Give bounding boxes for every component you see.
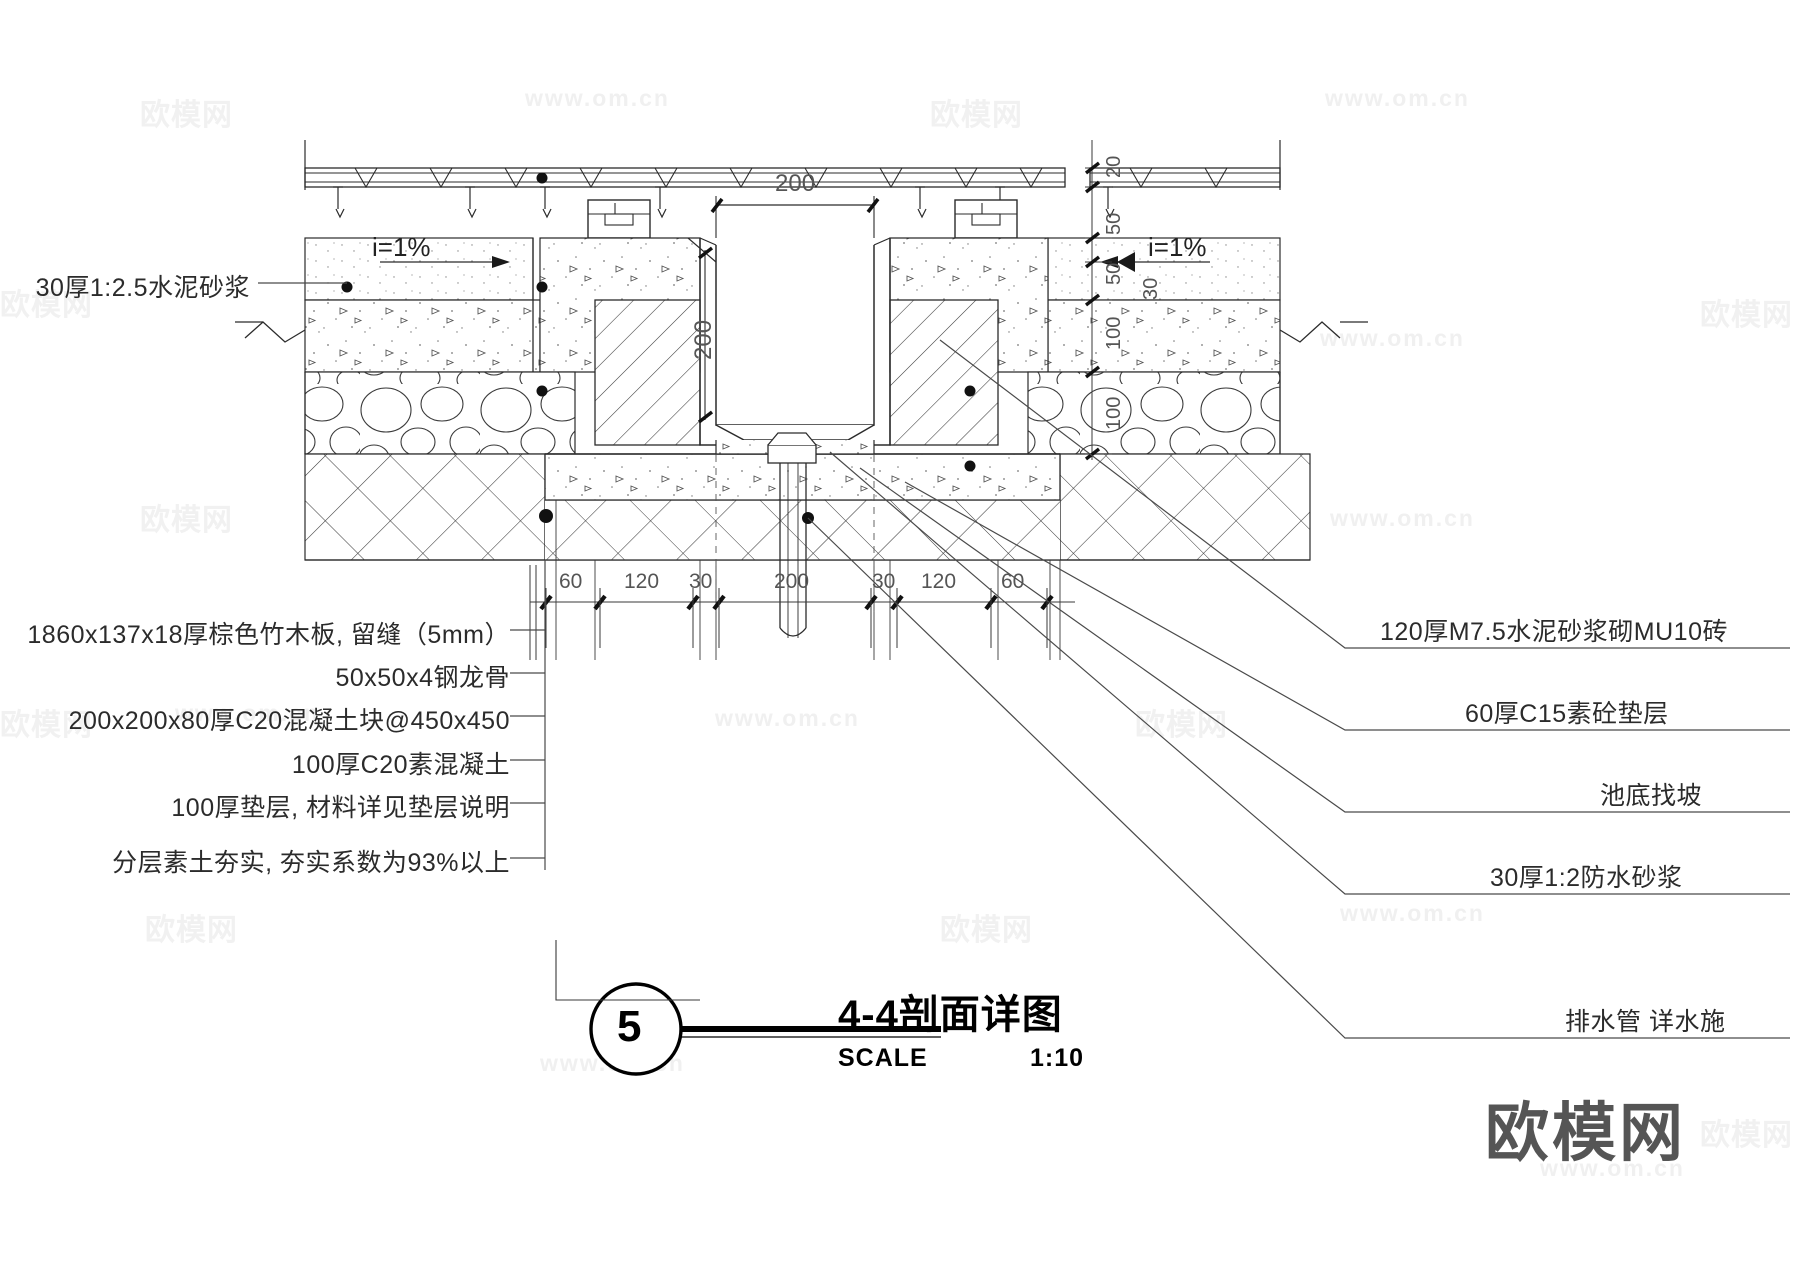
slope-label-left: i=1% bbox=[372, 232, 431, 262]
scale-label: SCALE bbox=[838, 1044, 928, 1072]
dimension-h-6: 60 bbox=[1001, 570, 1025, 593]
dimension-h-0: 60 bbox=[559, 570, 583, 593]
annotation-brick-wall: 120厚M7.5水泥砂浆砌MU10砖 bbox=[1380, 618, 1728, 646]
watermark-logo-text: 欧模网 bbox=[145, 914, 238, 947]
annotation-drain-pipe: 排水管 详水施 bbox=[1565, 1008, 1726, 1036]
watermark-url: www.om.cn bbox=[715, 705, 860, 731]
annotation-steel-joist: 50x50x4钢龙骨 bbox=[335, 664, 510, 692]
annotation-pool-bottom-slope: 池底找坡 bbox=[1600, 782, 1703, 810]
watermark-logo-text: 欧模网 bbox=[940, 914, 1033, 947]
dimension-h-4: 30 bbox=[872, 570, 896, 593]
annotation-plain-concrete: 100厚C20素混凝土 bbox=[291, 751, 510, 779]
dimension-h-2: 30 bbox=[689, 570, 713, 593]
dimension-h-3: 200 bbox=[774, 570, 810, 593]
dimension-h-5: 120 bbox=[921, 570, 957, 593]
watermark-url: www.om.cn bbox=[1540, 1155, 1685, 1181]
dimension-v-3: 30 bbox=[1140, 277, 1162, 300]
dimension-v-2: 50 bbox=[1103, 262, 1125, 285]
watermark-url: www.om.cn bbox=[525, 85, 670, 111]
dimension-top-width: 200 bbox=[775, 170, 816, 197]
watermark-url: www.om.cn bbox=[1320, 325, 1465, 351]
watermark-url: www.om.cn bbox=[1330, 505, 1475, 531]
annotation-compacted-earth: 分层素土夯实, 夯实系数为93%以上 bbox=[112, 849, 510, 877]
dimension-v-0: 20 bbox=[1103, 155, 1125, 178]
annotation-cushion-layer: 100厚垫层, 材料详见垫层说明 bbox=[171, 794, 510, 822]
watermark-url: www.om.cn bbox=[175, 700, 320, 726]
watermark-logo-text: 欧模网 bbox=[930, 99, 1023, 132]
watermark-logo-text: 欧模网 bbox=[0, 289, 93, 322]
dimension-h-1: 120 bbox=[624, 570, 660, 593]
watermark-logo-text: 欧模网 bbox=[0, 709, 93, 742]
dimension-channel-depth: 200 bbox=[690, 319, 717, 360]
watermark-logo-text: 欧模网 bbox=[140, 99, 233, 132]
detail-number: 5 bbox=[617, 1002, 642, 1051]
annotation-waterproof-mortar: 30厚1:2防水砂浆 bbox=[1490, 864, 1683, 892]
dimension-v-5: 100 bbox=[1103, 396, 1125, 430]
annotation-deck-board: 1860x137x18厚棕色竹木板, 留缝（5mm） bbox=[27, 621, 510, 649]
drawing-title: 4-4剖面详图 bbox=[838, 993, 1063, 1037]
watermark-brand: 欧模网 bbox=[1485, 1097, 1686, 1169]
scale-value: 1:10 bbox=[1030, 1044, 1085, 1072]
annotation-mortar-screed: 30厚1:2.5水泥砂浆 bbox=[35, 274, 250, 302]
slope-label-right: i=1% bbox=[1148, 232, 1207, 262]
annotation-c15-base: 60厚C15素砼垫层 bbox=[1465, 700, 1669, 728]
dimension-v-1: 50 bbox=[1103, 212, 1125, 235]
watermark-logo-text: 欧模网 bbox=[140, 504, 233, 537]
watermark-logo-text: 欧模网 bbox=[1700, 299, 1793, 332]
watermark-logo-text: 欧模网 bbox=[1700, 1119, 1793, 1152]
watermark-url: www.om.cn bbox=[1340, 900, 1485, 926]
dimension-v-4: 100 bbox=[1103, 316, 1125, 350]
annotation-concrete-block: 200x200x80厚C20混凝土块@450x450 bbox=[68, 707, 510, 735]
watermark-logo-text: 欧模网 bbox=[1135, 709, 1228, 742]
watermark-url: www.om.cn bbox=[1325, 85, 1470, 111]
